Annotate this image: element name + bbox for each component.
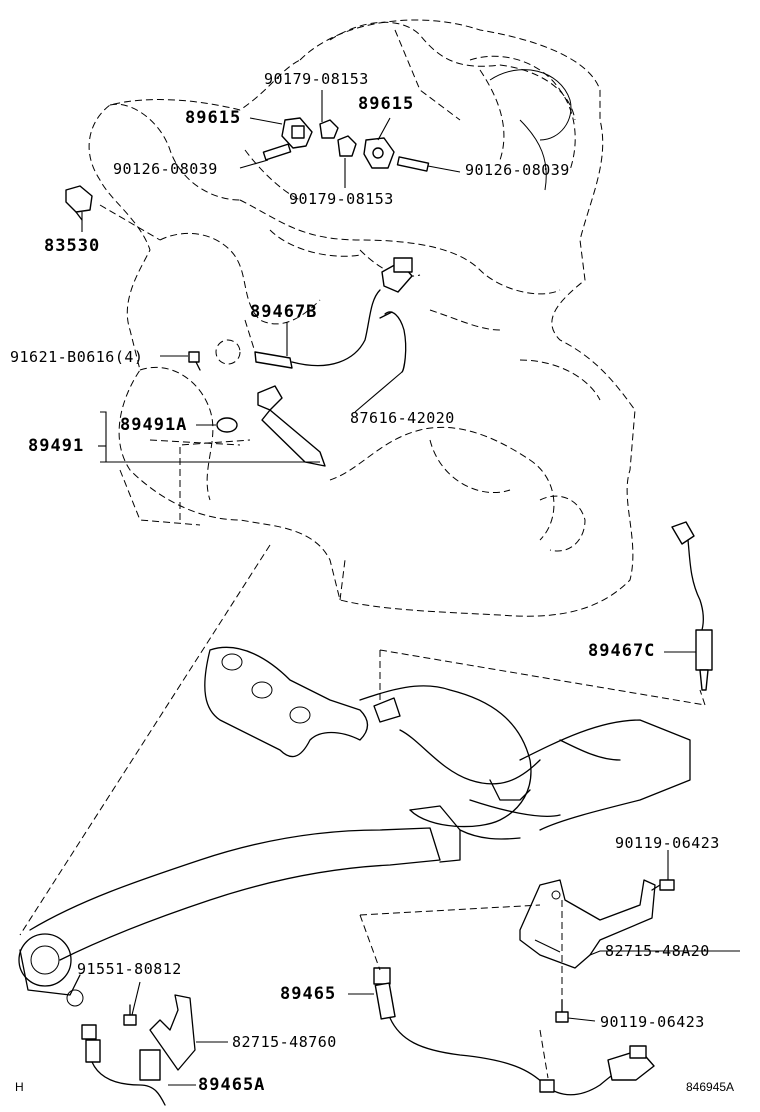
- diagram-id: 846945A: [686, 1080, 735, 1094]
- bolt-90119-top: [651, 879, 675, 891]
- bolt-91551: [123, 1004, 137, 1026]
- engine-outline: [88, 19, 636, 617]
- label-90179-08153-bottom: 90179-08153: [289, 190, 394, 208]
- sensor-89467C: [671, 521, 713, 691]
- label-89491A: 89491A: [120, 415, 188, 435]
- label-87616-42020: 87616-42020: [350, 409, 455, 427]
- corner-mark: H: [15, 1080, 24, 1094]
- sensor-89465A: [81, 1024, 166, 1106]
- label-89467C: 89467C: [588, 641, 656, 661]
- sensor-89467B: [254, 257, 413, 369]
- nut-90179-top: [319, 119, 339, 139]
- bolt-91621: [188, 351, 201, 371]
- sensor-89491: [257, 385, 326, 467]
- exhaust-manifold: [204, 646, 691, 831]
- bracket-82715-48760: [149, 994, 196, 1071]
- bolt-90126-left: [262, 143, 292, 161]
- label-90126-08039-right: 90126-08039: [465, 161, 570, 179]
- label-89615-right: 89615: [358, 94, 415, 114]
- bracket-87616: [379, 311, 407, 373]
- switch-83530: [65, 185, 93, 221]
- label-89467B: 89467B: [250, 302, 318, 322]
- bracket-82715-48A20: [519, 879, 656, 969]
- sensor-89465: [373, 967, 655, 1096]
- leader-lines: [81, 90, 740, 1086]
- label-89615-left: 89615: [185, 108, 242, 128]
- bolt-90119-bottom: [555, 999, 569, 1023]
- label-82715-48A20: 82715-48A20: [605, 942, 710, 960]
- label-91621-B0616: 91621-B0616(4): [10, 348, 144, 366]
- label-90119-06423-bottom: 90119-06423: [600, 1013, 705, 1031]
- relation-lines: [19, 204, 706, 1079]
- bolt-90126-right: [396, 156, 430, 172]
- nut-90179-bottom: [337, 135, 357, 157]
- label-89465A: 89465A: [198, 1075, 266, 1095]
- label-90179-08153-top: 90179-08153: [264, 70, 369, 88]
- gasket-89491A: [216, 417, 238, 433]
- label-89465: 89465: [280, 984, 337, 1004]
- label-89491: 89491: [28, 436, 85, 456]
- label-82715-48760: 82715-48760: [232, 1033, 337, 1051]
- label-90126-08039-left: 90126-08039: [113, 160, 218, 178]
- sensor-89615-left: [281, 117, 313, 149]
- label-90119-06423-top: 90119-06423: [615, 834, 720, 852]
- sensor-89615-right: [363, 137, 395, 169]
- front-pipe: [18, 799, 561, 1007]
- label-91551-80812: 91551-80812: [77, 960, 182, 978]
- label-83530: 83530: [44, 236, 101, 256]
